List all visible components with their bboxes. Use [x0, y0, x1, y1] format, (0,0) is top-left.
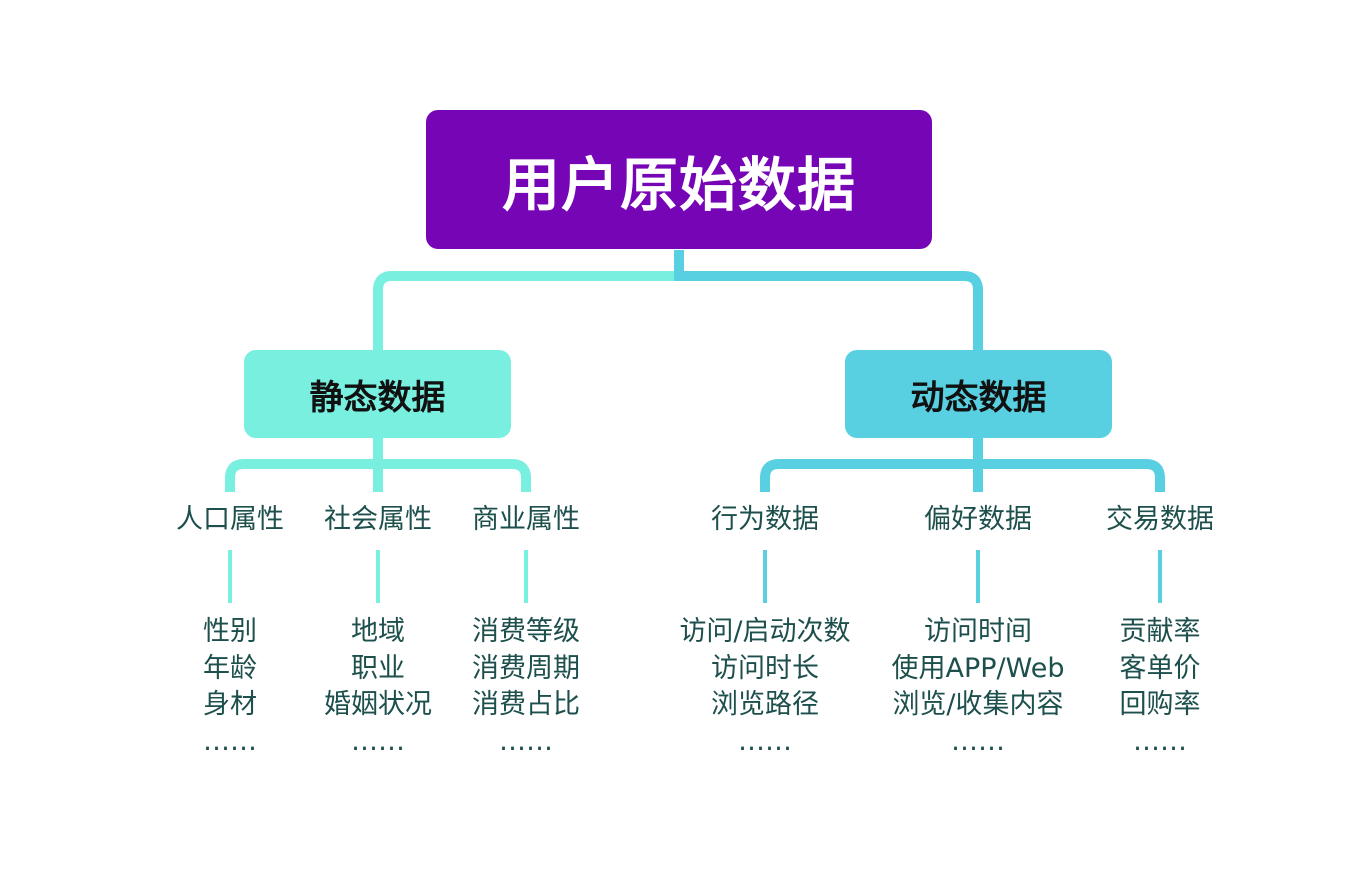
category-social: 社会属性 — [324, 504, 432, 535]
list-item: …… — [351, 725, 405, 757]
list-item: 客单价 — [1119, 652, 1201, 684]
list-item: …… — [951, 725, 1005, 757]
item-list-transaction: 贡献率 客单价 回购率 …… — [1050, 614, 1270, 760]
branch-node-static: 静态数据 — [244, 350, 511, 438]
list-item: 回购率 — [1119, 689, 1201, 720]
list-item: 性别 — [203, 616, 257, 647]
list-item: 访问/启动次数 — [679, 616, 851, 647]
list-item: 消费等级 — [472, 616, 580, 647]
list-item: 访问时长 — [711, 652, 819, 684]
category-behavior: 行为数据 — [711, 504, 819, 535]
list-item: 婚姻状况 — [324, 689, 432, 720]
branch-node-dynamic: 动态数据 — [845, 350, 1112, 438]
item-list-commercial: 消费等级 消费周期 消费占比 …… — [416, 614, 636, 760]
list-item: …… — [1133, 725, 1187, 757]
list-item: 使用APP/Web — [891, 652, 1065, 684]
list-item: …… — [499, 725, 553, 757]
item-list-preference: 访问时间 使用APP/Web 浏览/收集内容 …… — [868, 614, 1088, 760]
list-item: 消费周期 — [472, 652, 580, 684]
list-item: 浏览路径 — [711, 689, 819, 720]
list-item: 贡献率 — [1119, 616, 1201, 647]
list-item: …… — [738, 725, 792, 757]
list-item: 地域 — [351, 616, 405, 647]
list-item: 年龄 — [203, 652, 257, 684]
connector-dynamic-categories — [760, 437, 1165, 492]
list-item: 消费占比 — [472, 689, 580, 720]
category-commercial: 商业属性 — [472, 504, 580, 535]
item-list-behavior: 访问/启动次数 访问时长 浏览路径 …… — [655, 614, 875, 760]
list-item: 访问时间 — [924, 616, 1032, 647]
connector-root-dynamic — [674, 250, 983, 352]
root-node: 用户原始数据 — [426, 110, 932, 249]
category-preference: 偏好数据 — [924, 504, 1032, 535]
connector-root-static — [373, 250, 684, 352]
list-item: 浏览/收集内容 — [892, 689, 1064, 720]
list-item: 身材 — [203, 689, 257, 720]
category-demographic: 人口属性 — [176, 504, 284, 535]
category-transaction: 交易数据 — [1106, 504, 1214, 535]
list-item: …… — [203, 725, 257, 757]
item-list-demographic: 性别 年龄 身材 …… — [120, 614, 340, 760]
item-list-social: 地域 职业 婚姻状况 …… — [268, 614, 488, 760]
connector-static-categories — [225, 437, 531, 492]
list-item: 职业 — [351, 652, 405, 684]
